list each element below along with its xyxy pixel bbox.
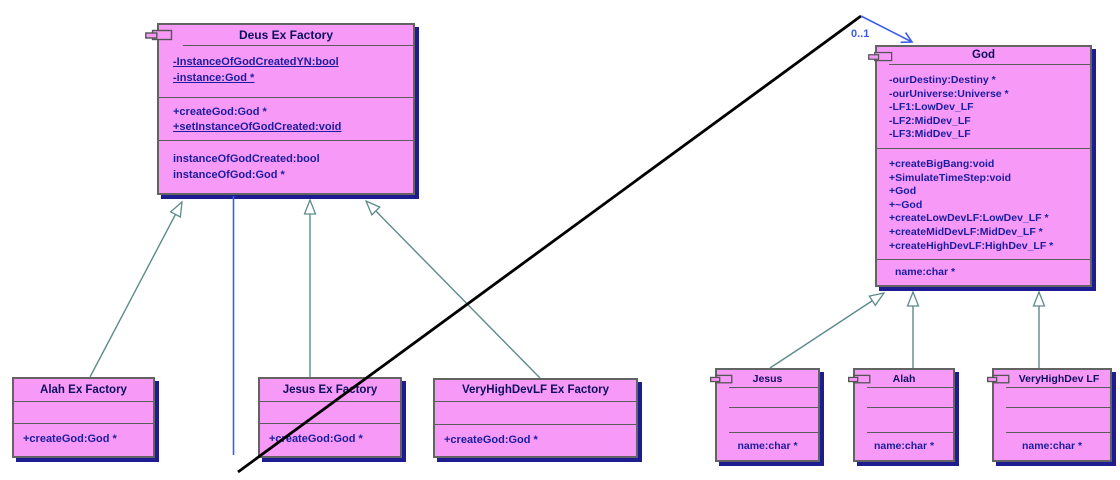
property: instanceOfGod:God * — [173, 169, 285, 181]
operation: +setInstanceOfGodCreated:void — [173, 121, 342, 133]
class-title: God — [972, 49, 995, 61]
operation: +createLowDevLF:LowDev_LF * — [889, 212, 1049, 225]
attribute: -InstanceOfGodCreatedYN:bool — [173, 56, 339, 68]
class-deus-ex-factory[interactable]: Deus Ex Factory -InstanceOfGodCreatedYN:… — [145, 23, 415, 195]
attribute: -instance:God * — [173, 72, 255, 84]
compartment-separator — [1006, 407, 1110, 408]
operation: +createGod:God * — [444, 434, 538, 446]
attributes-compartment: -ourDestiny:Destiny * -ourUniverse:Unive… — [877, 65, 1090, 148]
uml-class-icon — [987, 374, 1010, 385]
compartment-separator — [1006, 387, 1110, 388]
properties-compartment: name:char * — [855, 433, 953, 460]
properties-compartment: name:char * — [994, 433, 1110, 460]
compartment-separator — [877, 148, 1090, 149]
compartment-separator — [1006, 432, 1110, 433]
attributes-compartment: -InstanceOfGodCreatedYN:bool -instance:G… — [159, 46, 413, 97]
compartment-separator — [14, 423, 153, 424]
property: name:char * — [1021, 440, 1083, 452]
compartment-separator — [14, 401, 153, 402]
attributes-compartment — [260, 402, 400, 423]
class-alah[interactable]: Alah name:char * — [848, 368, 955, 462]
class-jesus-ex-factory[interactable]: Jesus Ex Factory +createGod:God * — [258, 377, 402, 458]
class-title: Deus Ex Factory — [238, 28, 334, 42]
compartment-separator — [867, 432, 953, 433]
compartment-separator — [867, 407, 953, 408]
compartment-separator — [889, 64, 1090, 65]
operation: +createGod:God * — [23, 433, 117, 445]
compartment-separator — [877, 259, 1090, 260]
property: instanceOfGodCreated:bool — [173, 153, 320, 165]
attribute: -ourUniverse:Universe * — [889, 87, 1009, 100]
attributes-compartment — [994, 388, 1110, 407]
operations-compartment — [994, 408, 1110, 432]
properties-compartment: name:char * — [877, 260, 1090, 285]
operations-compartment: +createBigBang:void +SimulateTimeStep:vo… — [877, 149, 1090, 259]
compartment-separator — [867, 387, 953, 388]
operation: +SimulateTimeStep:void — [889, 171, 1012, 184]
class-alah-ex-factory[interactable]: Alah Ex Factory +createGod:God * — [12, 377, 155, 458]
operations-compartment: +createGod:God * — [260, 424, 400, 456]
generalization-alah-factory-to-deus[interactable] — [89, 202, 182, 378]
operations-compartment — [717, 408, 818, 432]
uml-class-icon — [710, 374, 733, 385]
uml-class-icon — [145, 29, 173, 42]
attribute: -LF3:MidDev_LF — [889, 128, 971, 141]
property: name:char * — [895, 266, 956, 278]
operation: +God — [889, 185, 917, 198]
attributes-compartment — [435, 402, 636, 424]
attribute: -ourDestiny:Destiny * — [889, 74, 996, 86]
operation: +createMidDevLF:MidDev_LF * — [889, 225, 1043, 238]
multiplicity-label: 0..1 — [851, 28, 870, 40]
generalization-vhd-factory-to-deus[interactable] — [366, 201, 541, 379]
operation: +~God — [889, 198, 923, 211]
attribute: -LF1:LowDev_LF — [889, 101, 974, 114]
class-jesus[interactable]: Jesus name:char * — [710, 368, 820, 462]
class-title: Alah — [892, 373, 916, 385]
attributes-compartment — [717, 388, 818, 407]
attribute: -LF2:MidDev_LF — [889, 114, 971, 127]
class-title: VeryHighDev LF — [1018, 373, 1100, 385]
property: name:char * — [737, 440, 798, 452]
operations-compartment: +createGod:God * — [14, 424, 153, 456]
attributes-compartment — [14, 402, 153, 423]
operations-compartment: +createGod:God * +setInstanceOfGodCreate… — [159, 98, 413, 140]
class-god[interactable]: God -ourDestiny:Destiny * -ourUniverse:U… — [868, 45, 1092, 287]
generalization-jesus-to-god[interactable] — [769, 293, 884, 369]
properties-compartment: instanceOfGodCreated:bool instanceOfGod:… — [159, 141, 413, 193]
operation: +createGod:God * — [173, 106, 267, 118]
class-title: Alah Ex Factory — [40, 384, 127, 396]
attributes-compartment — [855, 388, 953, 407]
operations-compartment — [855, 408, 953, 432]
class-veryhighdev-lf[interactable]: VeryHighDev LF name:char * — [987, 368, 1112, 462]
operation: +createHighDevLF:HighDev_LF * — [889, 239, 1054, 252]
uml-class-icon — [868, 51, 893, 63]
operation: +createBigBang:void — [889, 158, 995, 170]
class-veryhighdevlf-ex-factory[interactable]: VeryHighDevLF Ex Factory +createGod:God … — [433, 378, 638, 458]
operation: +createGod:God * — [269, 433, 363, 445]
operations-compartment: +createGod:God * — [435, 425, 636, 456]
class-title: Jesus Ex Factory — [282, 384, 378, 396]
properties-compartment: name:char * — [717, 433, 818, 460]
class-title: VeryHighDevLF Ex Factory — [462, 384, 609, 396]
property: name:char * — [873, 440, 935, 452]
uml-class-icon — [848, 374, 871, 385]
